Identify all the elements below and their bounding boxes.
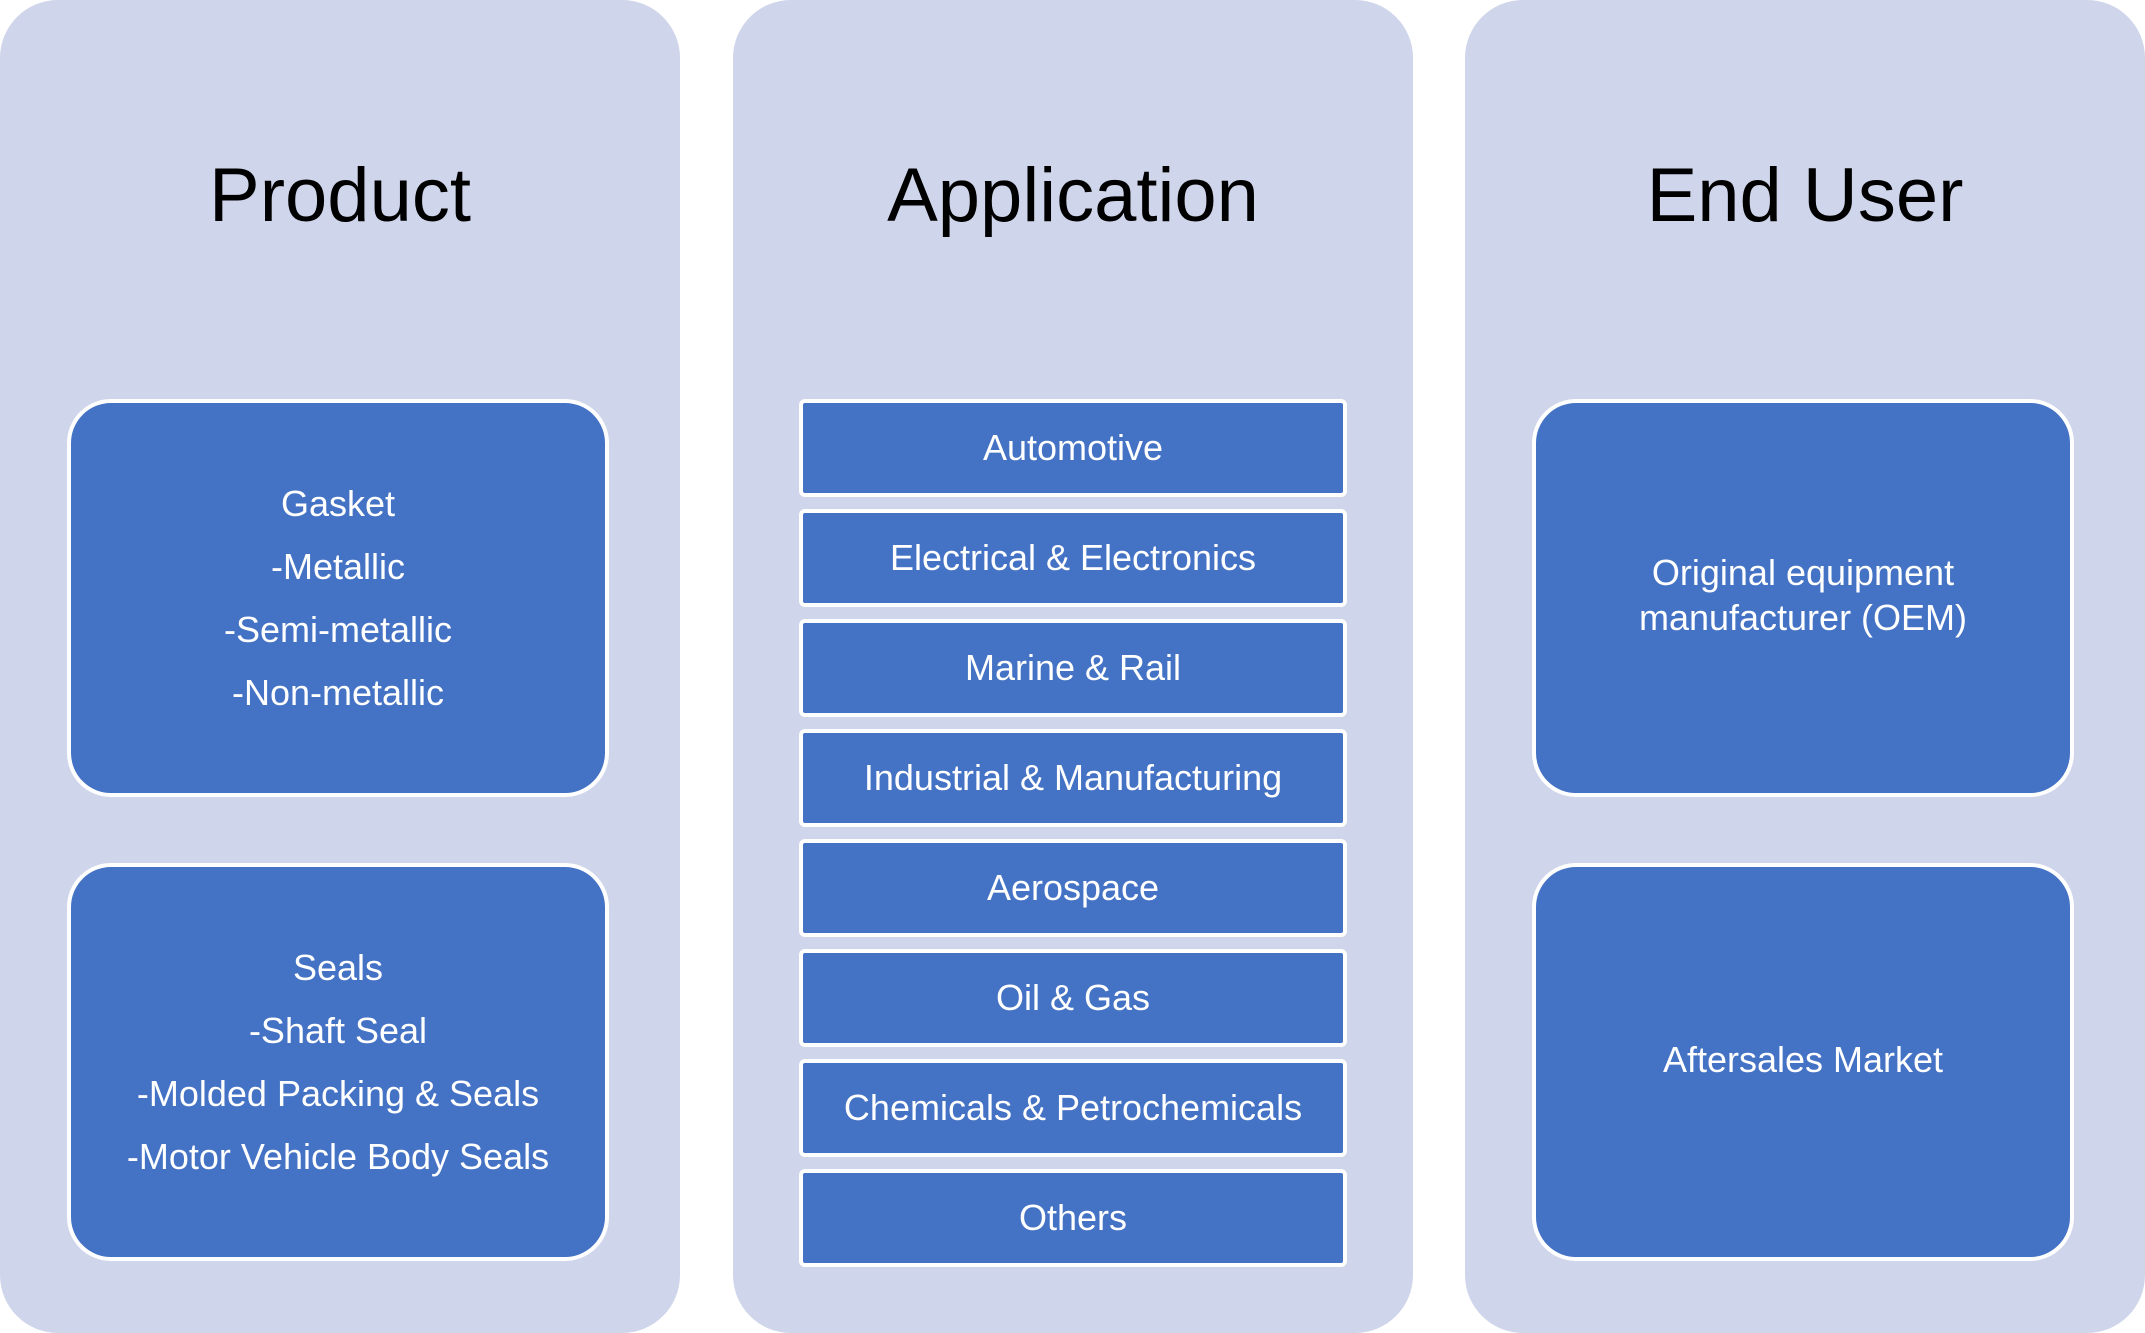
application-column: Application Automotive Electrical & Elec…: [733, 0, 1413, 1333]
gasket-box: Gasket -Metallic -Semi-metallic -Non-met…: [67, 399, 609, 797]
application-item-marine-rail: Marine & Rail: [799, 619, 1347, 717]
oem-box: Original equipment manufacturer (OEM): [1532, 399, 2074, 797]
aftersales-label: Aftersales Market: [1662, 1038, 1944, 1080]
application-item-others: Others: [799, 1169, 1347, 1267]
application-item-chemicals-petrochemicals: Chemicals & Petrochemicals: [799, 1059, 1347, 1157]
application-item-aerospace: Aerospace: [799, 839, 1347, 937]
application-title: Application: [887, 153, 1259, 238]
seals-molded-packing: -Molded Packing & Seals: [136, 1073, 540, 1114]
gasket-non-metallic: -Non-metallic: [231, 672, 445, 713]
application-item-automotive: Automotive: [799, 399, 1347, 497]
seals-motor-vehicle-body: -Motor Vehicle Body Seals: [126, 1136, 550, 1177]
product-title: Product: [209, 153, 471, 238]
application-item-electrical-electronics: Electrical & Electronics: [799, 509, 1347, 607]
product-column: Product Gasket -Metallic -Semi-metallic …: [0, 0, 680, 1333]
aftersales-box: Aftersales Market: [1532, 863, 2074, 1261]
application-item-industrial-manufacturing: Industrial & Manufacturing: [799, 729, 1347, 827]
end-user-column: End User Original equipment manufacturer…: [1465, 0, 2145, 1333]
seals-box: Seals -Shaft Seal -Molded Packing & Seal…: [67, 863, 609, 1261]
gasket-semi-metallic: -Semi-metallic: [223, 609, 453, 650]
seals-heading: Seals: [292, 947, 384, 988]
gasket-metallic: -Metallic: [270, 546, 405, 587]
application-list: Automotive Electrical & Electronics Mari…: [799, 399, 1347, 1267]
seals-shaft-seal: -Shaft Seal: [248, 1010, 428, 1051]
gasket-heading: Gasket: [280, 483, 396, 524]
oem-label: Original equipment manufacturer (OEM): [1638, 552, 1968, 638]
end-user-title: End User: [1646, 153, 1964, 238]
application-item-oil-gas: Oil & Gas: [799, 949, 1347, 1047]
